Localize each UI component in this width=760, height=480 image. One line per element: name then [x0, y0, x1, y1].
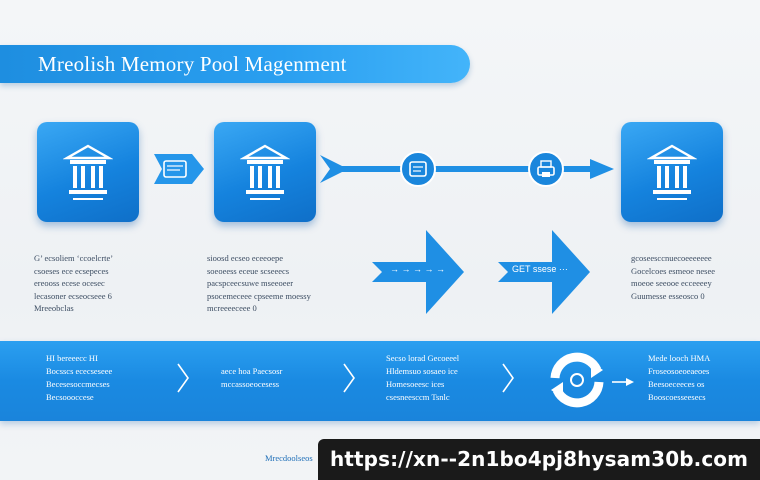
band-text-col-4: Mede looch HMA Froseosoeoeaeoes Beesoece… [648, 353, 711, 402]
big-arrow-2-label: GET ssese ··· [512, 264, 568, 274]
bank-building-icon [63, 144, 113, 200]
bank-building-icon [240, 144, 290, 200]
note-col-1: G’ ecsoliem ‘ccoelcrte’ csoeses ece ecse… [34, 253, 114, 314]
printer-icon [535, 159, 557, 179]
document-icon [163, 160, 187, 178]
chevron-right-icon-2 [342, 362, 356, 394]
connector-1 [150, 148, 208, 190]
url-text: https://xn--2n1bo4pj8hysam30b.com [330, 447, 749, 471]
chevron-right-icon-3 [501, 362, 515, 394]
cycle-icon [547, 348, 607, 412]
note-col-3: gcoseesccnuecoeeeeeee Gocelcoes esmeoe n… [631, 253, 716, 301]
summary-band [0, 341, 760, 421]
footer-caption: Mrecdoolseos [265, 453, 313, 463]
band-text-col-3: Secso lorad Gecoeeel Hldemsuo sosaeo ice… [386, 353, 460, 402]
big-arrow-1-label: → → → → → [390, 264, 446, 274]
big-arrow-2 [498, 228, 590, 316]
band-text-col-1: HI bereeecc HI Bocsscs ececseseee Becese… [46, 353, 113, 402]
band-text-col-2: aece hoa Paecsosr mccassoeocesess [221, 366, 283, 389]
page-title: Mreolish Memory Pool Magenment [38, 52, 347, 76]
bank-tile-1 [37, 122, 139, 222]
document-stack-icon [407, 159, 429, 179]
bank-tile-2 [214, 122, 316, 222]
bank-tile-3 [621, 122, 723, 222]
arrow-right-icon [612, 374, 634, 386]
url-watermark-badge: https://xn--2n1bo4pj8hysam30b.com [318, 439, 760, 480]
flow-line [320, 149, 615, 189]
chevron-right-icon-1 [176, 362, 190, 394]
note-col-2: sioosd ecseo eceeoepe soeoeess eceue scs… [207, 253, 311, 314]
big-arrow-1 [372, 228, 464, 316]
bank-building-icon [647, 144, 697, 200]
title-banner: Mreolish Memory Pool Magenment [0, 45, 470, 83]
